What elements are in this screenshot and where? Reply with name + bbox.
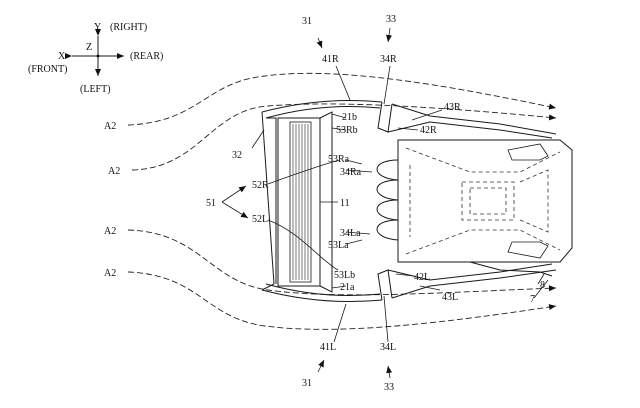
label-7: 7 — [530, 294, 535, 305]
label-31-bottom: 31 — [302, 378, 312, 389]
label-53Lb: 53Lb — [334, 270, 355, 281]
label-52R: 52R — [252, 180, 269, 191]
axis-front-label: (FRONT) — [28, 64, 67, 75]
label-A2-1: A2 — [104, 121, 116, 132]
bracket-8 — [469, 261, 553, 277]
label-53Ra: 53Ra — [328, 154, 350, 165]
engine-body — [397, 139, 573, 263]
duct-assembly — [261, 99, 573, 303]
cover-41R-outer — [261, 99, 383, 113]
label-43R: 43R — [444, 102, 461, 113]
label-43L: 43L — [442, 292, 458, 303]
axis-rear-label: (REAR) — [130, 51, 163, 62]
seal-34L — [377, 269, 393, 301]
axis-x-label: X — [58, 51, 66, 62]
label-34La: 34La — [340, 228, 361, 239]
label-32: 32 — [232, 150, 242, 161]
label-31-top: 31 — [302, 16, 312, 27]
label-11: 11 — [340, 198, 350, 209]
front-frame-left — [261, 111, 275, 291]
front-frame-inner — [266, 117, 277, 284]
label-34Ra: 34Ra — [340, 167, 362, 178]
cover-41L-outer — [261, 289, 383, 303]
axis-right-label: (RIGHT) — [110, 22, 147, 33]
airflow-line-3 — [127, 229, 557, 296]
airflow-line-1 — [127, 72, 557, 126]
label-34L: 34L — [380, 342, 396, 353]
cover-41R-inner — [265, 105, 381, 119]
label-A2-2: A2 — [108, 166, 120, 177]
reference-labels: 31 41R 33 34R 43R 42R 21b 53Rb 32 53Ra 3… — [104, 14, 545, 393]
axis-z-label: Z — [86, 42, 92, 53]
axis-y-label: Y — [94, 22, 101, 33]
label-8: 8 — [540, 280, 545, 291]
label-21a: 21a — [340, 282, 355, 293]
airflow-line-4 — [127, 271, 557, 330]
label-33-bottom: 33 — [384, 382, 394, 393]
seal-34R — [377, 101, 393, 133]
label-A2-4: A2 — [104, 268, 116, 279]
axis-left-label: (LEFT) — [80, 84, 111, 95]
label-53La: 53La — [328, 240, 349, 251]
label-41R: 41R — [322, 54, 339, 65]
duct-43L — [391, 269, 557, 299]
label-53Rb: 53Rb — [336, 125, 358, 136]
label-42R: 42R — [420, 125, 437, 136]
label-21b: 21b — [342, 112, 357, 123]
label-34R: 34R — [380, 54, 397, 65]
fan-lobes — [376, 159, 399, 241]
airflow-line-2 — [131, 103, 557, 171]
axis-indicator: Y (RIGHT) X Z (FRONT) (REAR) (LEFT) — [28, 22, 163, 95]
duct-42R — [387, 121, 553, 139]
label-52L: 52L — [252, 214, 268, 225]
label-A2-3: A2 — [104, 226, 116, 237]
airflow-lines — [127, 72, 557, 330]
cover-41L-inner — [265, 283, 381, 297]
label-41L: 41L — [320, 342, 336, 353]
label-33-top: 33 — [386, 14, 396, 25]
leader-lines — [221, 27, 549, 379]
duct-43R — [391, 103, 557, 135]
z-axis-dot — [96, 54, 100, 58]
label-42L: 42L — [414, 272, 430, 283]
duct-42L — [387, 263, 553, 281]
label-51: 51 — [206, 198, 216, 209]
radiator-fins — [289, 121, 312, 283]
